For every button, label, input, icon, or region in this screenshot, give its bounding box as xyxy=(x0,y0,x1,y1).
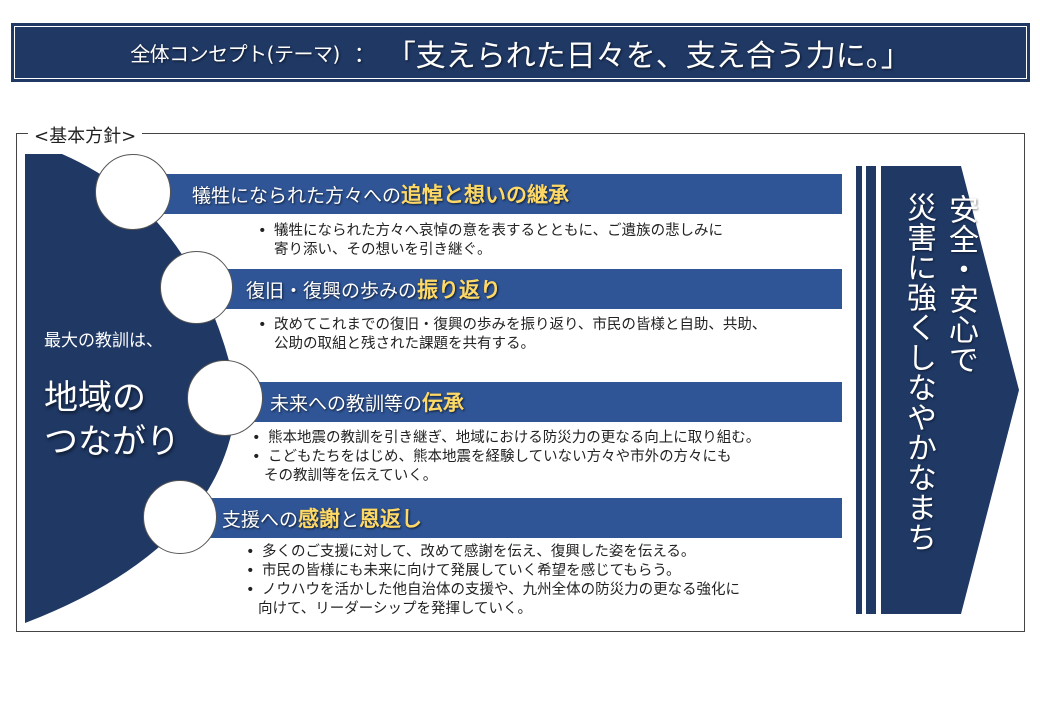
policy-item-4-title: 支援への感謝と恩返し xyxy=(190,498,842,538)
bullet-item: ノウハウを活かした他自治体の支援や、九州全体の防災力の更なる強化に xyxy=(244,581,740,600)
arrow-stripe-1 xyxy=(856,166,862,614)
policy-item-3-bullets: 熊本地震の教訓を引き継ぎ、地域における防災力の更なる向上に取り組む。 こどもたち… xyxy=(250,429,760,486)
bullet-continuation: 公助の取組と残された課題を共有する。 xyxy=(274,336,535,352)
policy-frame xyxy=(16,133,1025,632)
lesson-lead-text: 最大の教訓は、 xyxy=(44,331,163,351)
arrow-stripe-2 xyxy=(866,166,876,614)
policy-item-4-circle xyxy=(143,480,217,554)
title-separator: ： xyxy=(353,42,376,68)
goal-text-line1: 安全・安心で xyxy=(943,194,978,374)
policy-item-1-circle xyxy=(95,154,171,230)
policy-item-3-title: 未来への教訓等の伝承 xyxy=(240,382,842,422)
title-highlight: 振り返り xyxy=(417,278,502,302)
bullet-item: 熊本地震の教訓を引き継ぎ、地域における防災力の更なる向上に取り組む。 xyxy=(250,429,760,448)
bullet-item: 市民の皆様にも未来に向けて発展していく希望を感じてもらう。 xyxy=(244,562,740,581)
goal-arrow xyxy=(881,166,1019,614)
bullet-item: 犠牲になられた方々へ哀悼の意を表するとともに、ご遺族の悲しみに xyxy=(256,222,723,241)
bullet-item: 改めてこれまでの復旧・復興の歩みを振り返り、市民の皆様と自助、共助、 xyxy=(256,316,766,335)
policy-frame-label: <基本方針> xyxy=(28,122,143,148)
bullet-continuation: 寄り添い、その想いを引き継ぐ。 xyxy=(274,242,492,258)
goal-text-line2: 災害に強くしなやかなまち xyxy=(901,192,936,552)
bullet-item: こどもたちをはじめ、熊本地震を経験していない方々や市外の方々にも xyxy=(250,448,760,467)
title-highlight: 感謝 xyxy=(298,507,341,531)
title-highlight: 伝承 xyxy=(422,391,465,415)
policy-item-1-bullets: 犠牲になられた方々へ哀悼の意を表するとともに、ご遺族の悲しみに 寄り添い、その想… xyxy=(256,222,723,260)
lesson-key-text: 地域の つながり xyxy=(44,378,180,462)
bullet-continuation: 向けて、リーダーシップを発揮していく。 xyxy=(258,601,533,617)
policy-item-3-circle xyxy=(187,360,263,436)
policy-item-4-bullets: 多くのご支援に対して、改めて感謝を伝え、復興した姿を伝える。 市民の皆様にも未来… xyxy=(244,543,740,619)
bullet-continuation: その教訓等を伝えていく。 xyxy=(264,468,438,484)
policy-item-2-bullets: 改めてこれまでの復旧・復興の歩みを振り返り、市民の皆様と自助、共助、 公助の取組… xyxy=(256,316,766,354)
policy-item-1-title: 犠牲になられた方々への追悼と想いの継承 xyxy=(150,174,842,214)
policy-item-2-title: 復旧・復興の歩みの振り返り xyxy=(210,269,842,309)
title-highlight: 恩返し xyxy=(359,507,423,531)
concept-label: 全体コンセプト(テーマ) xyxy=(130,42,340,66)
bullet-item: 多くのご支援に対して、改めて感謝を伝え、復興した姿を伝える。 xyxy=(244,543,740,562)
theme-title-bar: 全体コンセプト(テーマ) ： 「支えられた日々を、支え合う力に。」 xyxy=(11,23,1030,82)
concept-theme: 「支えられた日々を、支え合う力に。」 xyxy=(385,38,911,74)
title-highlight: 追悼と想いの継承 xyxy=(401,183,570,207)
policy-item-2-circle xyxy=(160,251,233,324)
